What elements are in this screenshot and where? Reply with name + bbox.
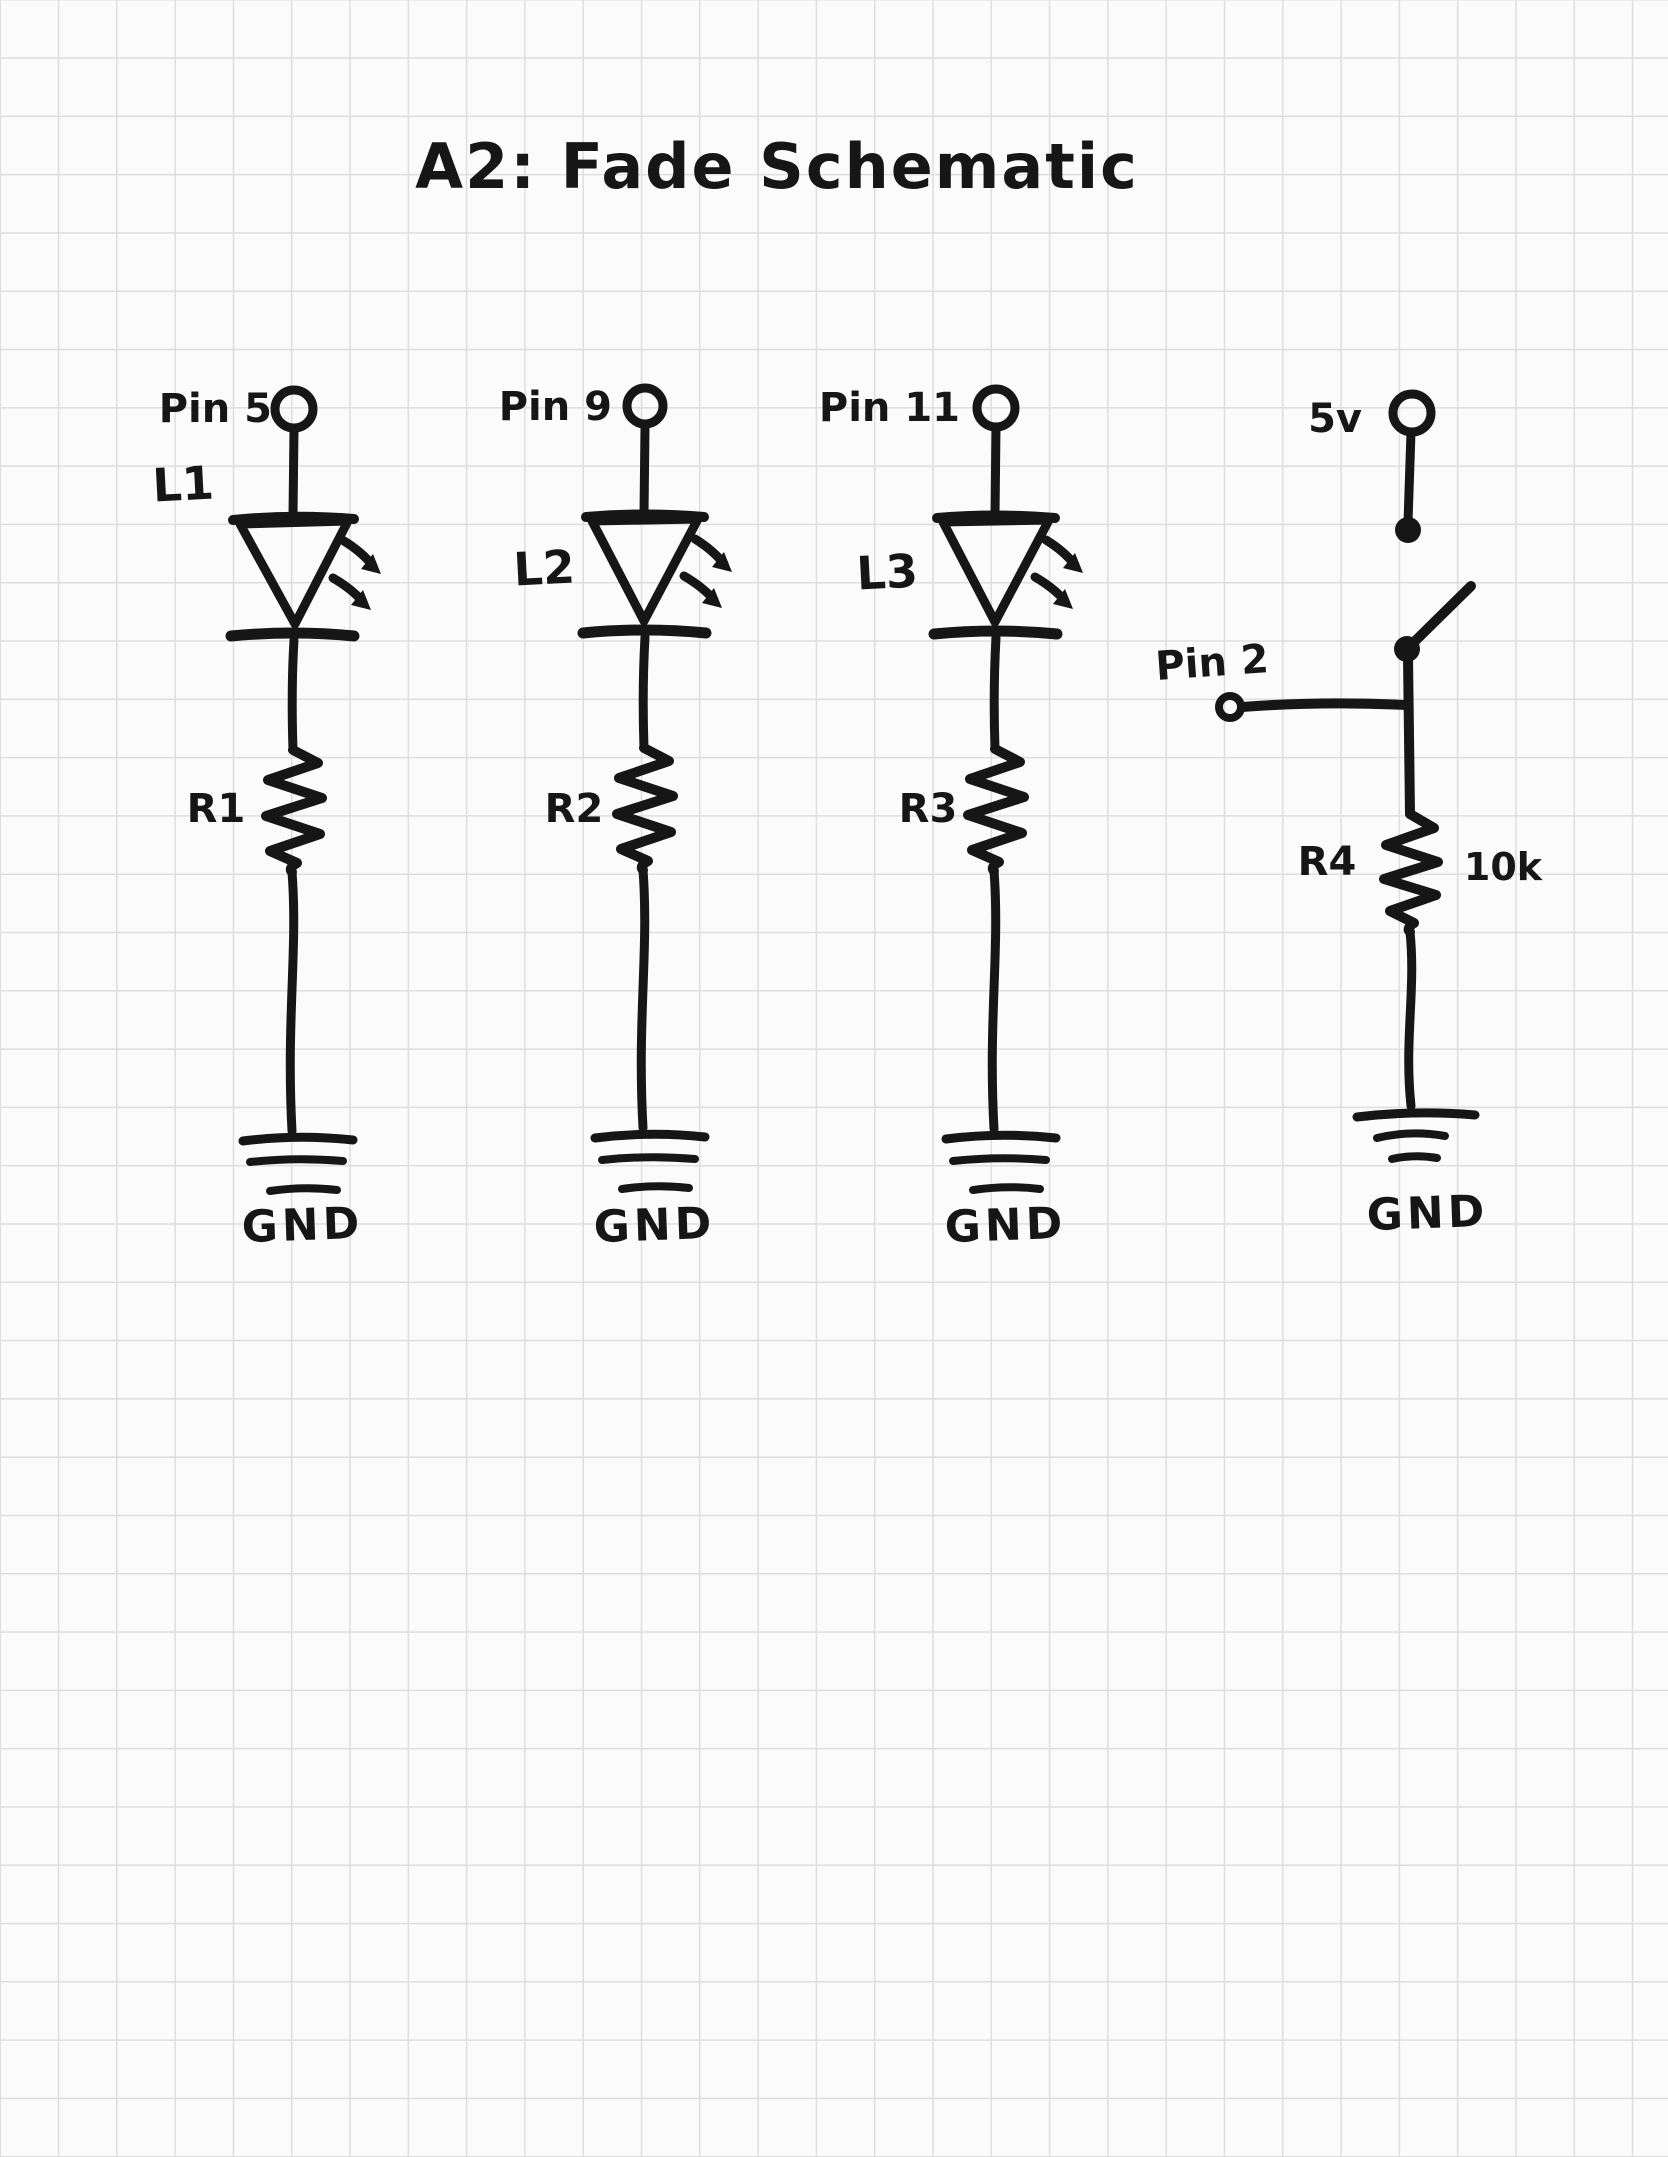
switch-symbol (1394, 581, 1476, 662)
wire (1403, 652, 1415, 819)
pin5-label: Pin 5 (159, 386, 272, 432)
resistor2-label: R2 (545, 786, 604, 832)
resistor1-symbol (261, 745, 327, 877)
led1-symbol (225, 511, 381, 642)
ground3-label: GND (944, 1198, 1067, 1253)
circuit-led3: Pin 11 L3 R3 GND (819, 384, 1083, 1253)
wire (1403, 427, 1416, 527)
led3-symbol (928, 510, 1083, 640)
ground4-symbol (1352, 1108, 1480, 1163)
light-arrowhead-icon (712, 552, 732, 572)
page-title: A2: Fade Schematic (415, 130, 1139, 203)
pin2-label: Pin 2 (1154, 636, 1270, 690)
pin11-terminal-icon (972, 384, 1020, 432)
wire (1237, 698, 1411, 712)
resistor3-symbol (963, 744, 1029, 876)
wire (287, 635, 299, 755)
switch-top-contact-icon (1395, 517, 1421, 543)
led1-label: L1 (151, 455, 215, 512)
wire (639, 421, 650, 519)
resistor1-label: R1 (187, 786, 246, 832)
power-5v-label: 5v (1308, 396, 1362, 442)
led2-symbol (577, 509, 732, 639)
pin9-terminal-icon (622, 383, 668, 429)
power-terminal-icon (1388, 389, 1436, 437)
resistor4-symbol (1379, 809, 1443, 937)
ground1-label: GND (241, 1198, 364, 1253)
circuit-led2: Pin 9 L2 R2 GND (499, 383, 732, 1253)
wire (989, 633, 1001, 754)
ground1-symbol (238, 1132, 358, 1195)
resistor3-label: R3 (899, 786, 958, 832)
light-arrowhead-icon (702, 588, 722, 608)
wire (990, 422, 1001, 520)
resistor4-value: 10k (1464, 845, 1543, 889)
led3-label: L3 (855, 543, 919, 600)
circuit-button: 5v Pin 2 R4 10k GND (1154, 389, 1543, 1241)
pin11-label: Pin 11 (819, 385, 960, 431)
wire (288, 424, 299, 521)
light-arrowhead-icon (1053, 589, 1073, 609)
light-arrowhead-icon (1063, 553, 1083, 573)
ground4-label: GND (1366, 1186, 1489, 1241)
led2-label: L2 (512, 539, 576, 596)
light-arrowhead-icon (351, 590, 371, 610)
wire (638, 632, 650, 753)
wire (987, 866, 1001, 1134)
circuit-led1: Pin 5 L1 R1 GND (151, 385, 381, 1253)
pin9-label: Pin 9 (499, 384, 612, 430)
ground2-label: GND (593, 1198, 716, 1253)
wire (1404, 927, 1417, 1111)
resistor2-symbol (612, 743, 678, 875)
wire (636, 865, 650, 1133)
light-arrowhead-icon (361, 554, 381, 574)
resistor4-label: R4 (1298, 839, 1357, 885)
ground2-symbol (590, 1129, 710, 1193)
wire (285, 867, 299, 1136)
ground3-symbol (941, 1130, 1061, 1194)
pin5-terminal-icon (270, 385, 318, 433)
